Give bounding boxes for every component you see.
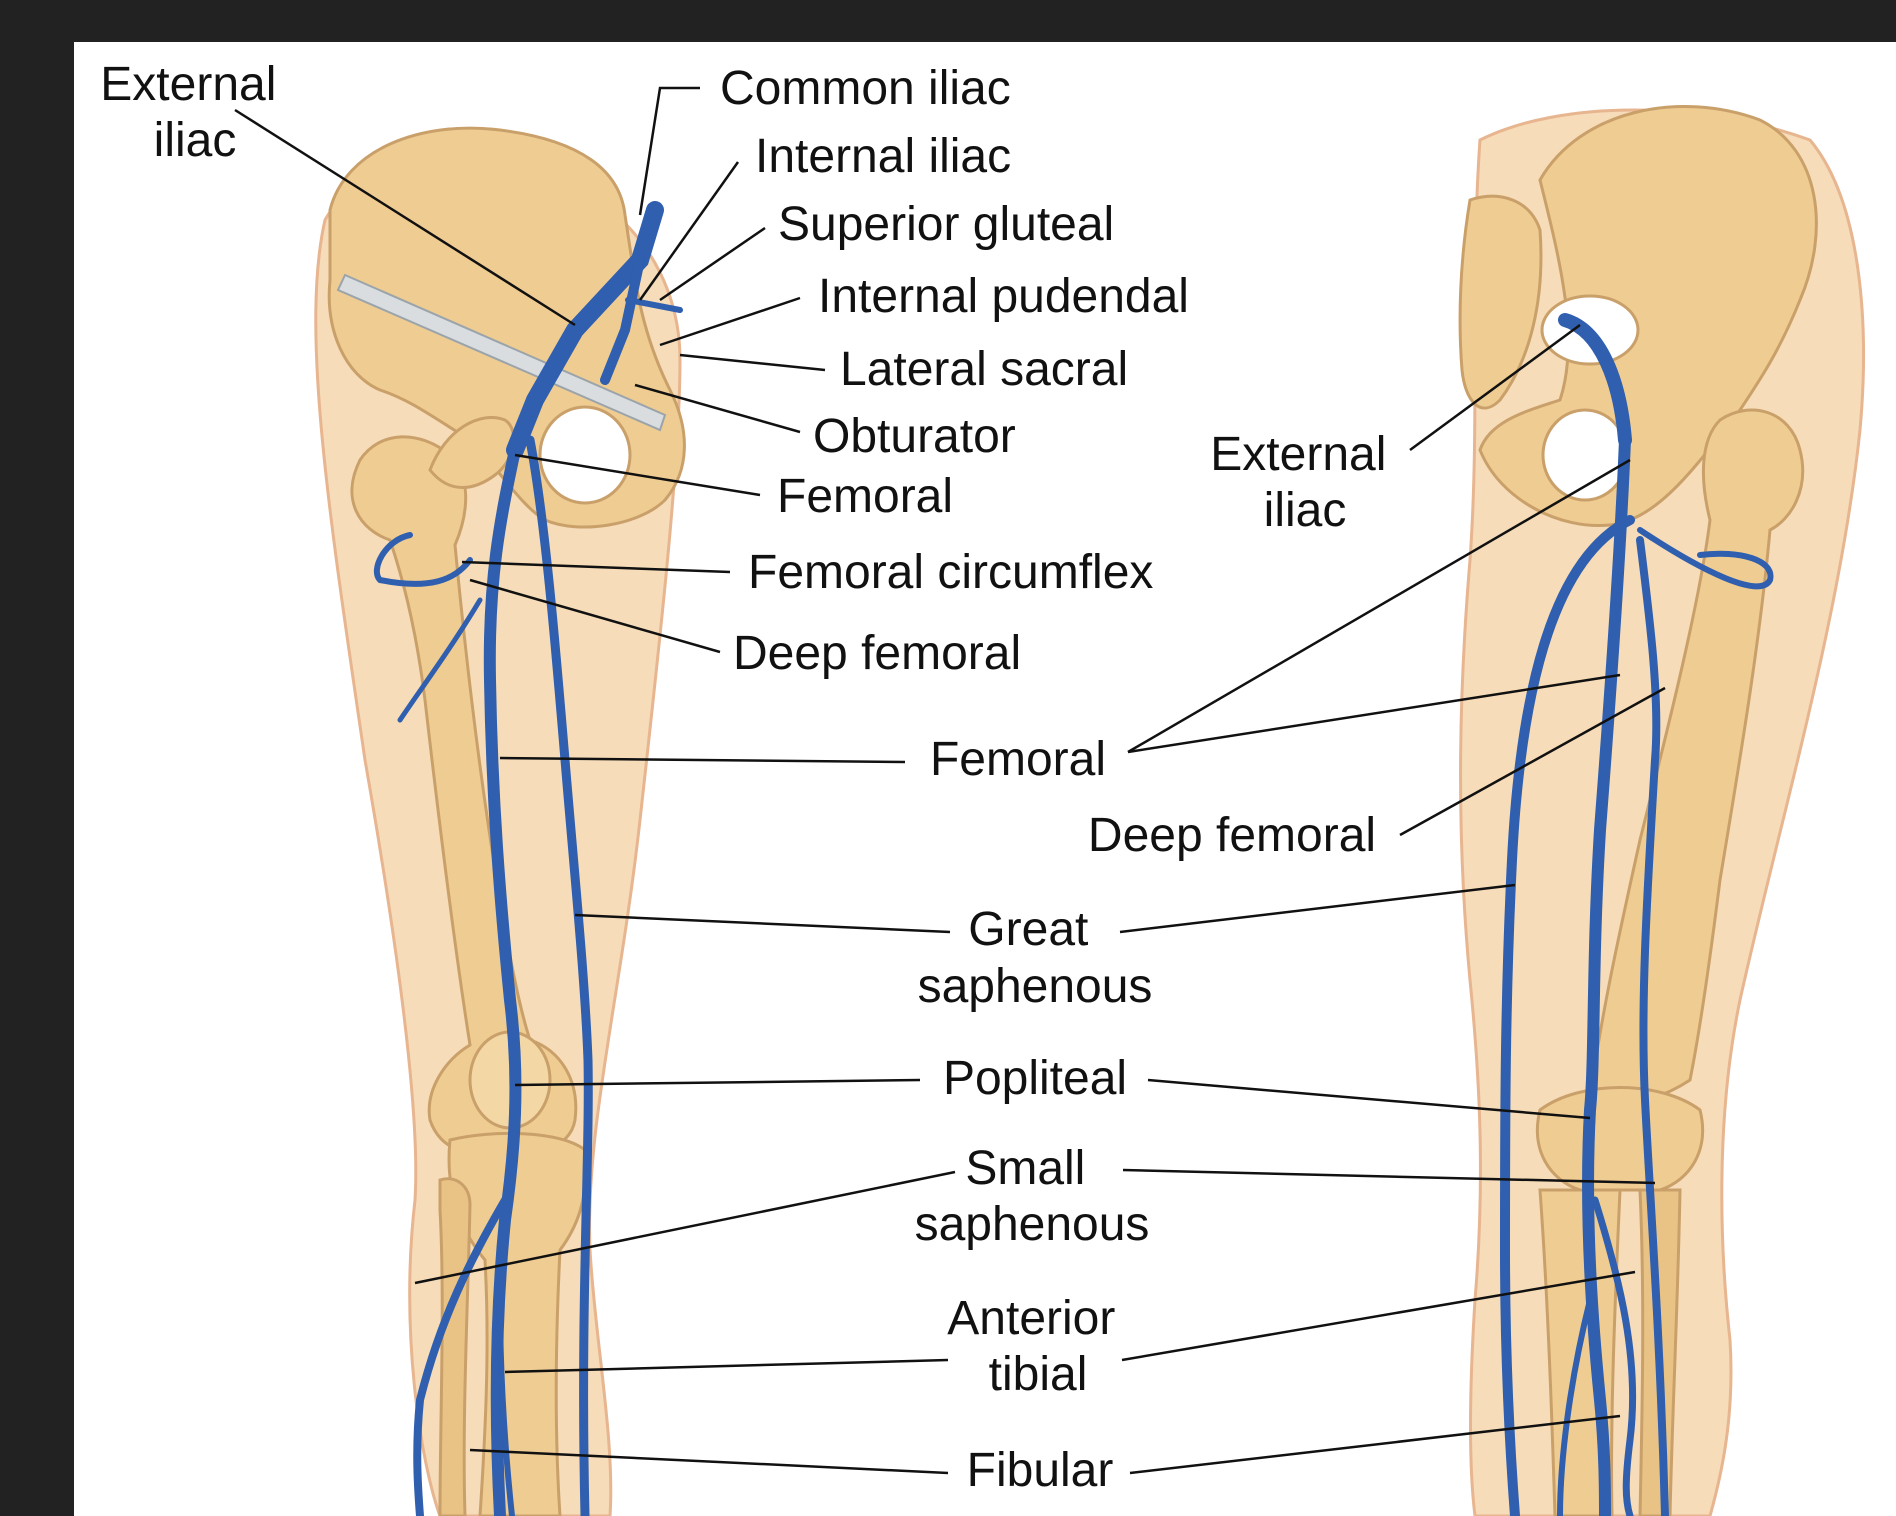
label-lateral-sacral: Lateral sacral xyxy=(840,343,1128,396)
label-great-saphenous: Great saphenous xyxy=(918,903,1153,1013)
left-obturator-foramen xyxy=(538,405,632,505)
label-anterior-tibial-line1: Anterior xyxy=(947,1292,1115,1345)
leader-fibular-left xyxy=(469,1448,949,1475)
label-femoral-circumflex: Femoral circumflex xyxy=(748,546,1153,599)
left-leg-illustration xyxy=(314,126,686,1516)
label-small-saphenous-line2: saphenous xyxy=(915,1198,1150,1251)
leader-femoral-circumflex xyxy=(461,560,731,574)
label-superior-gluteal: Superior gluteal xyxy=(778,198,1114,251)
label-anterior-tibial: Anterior tibial xyxy=(947,1292,1128,1401)
leader-deep-femoral-left xyxy=(469,578,721,654)
leader-external-iliac-right xyxy=(1409,323,1581,452)
leader-great-saphenous-right xyxy=(1119,883,1516,934)
leader-popliteal-left xyxy=(514,1078,921,1087)
leader-internal-iliac xyxy=(638,161,740,301)
label-external-iliac-right-line2: iliac xyxy=(1264,484,1347,537)
label-small-saphenous: Small saphenous xyxy=(915,1142,1150,1251)
label-internal-pudendal: Internal pudendal xyxy=(818,270,1189,323)
leader-lateral-sacral xyxy=(679,353,826,372)
label-small-saphenous-line1: Small xyxy=(965,1142,1085,1195)
label-external-iliac-right-line1: External xyxy=(1210,428,1386,481)
label-external-iliac-right: External iliac xyxy=(1210,428,1399,537)
label-great-saphenous-line2: saphenous xyxy=(918,960,1153,1013)
left-veins xyxy=(373,201,683,1516)
label-obturator: Obturator xyxy=(813,410,1016,463)
label-fibular: Fibular xyxy=(967,1444,1114,1497)
label-anterior-tibial-line2: tibial xyxy=(989,1348,1088,1401)
leader-external-iliac-left xyxy=(234,108,576,327)
leader-internal-pudendal xyxy=(659,296,801,347)
leader-femoral-upper xyxy=(514,453,761,497)
leader-obturator xyxy=(634,383,801,434)
leader-great-saphenous-left xyxy=(574,913,951,934)
leader-femoral-mid-right-a xyxy=(1127,458,1631,754)
leader-femoral-mid-left xyxy=(499,756,906,764)
leader-small-saphenous-right xyxy=(1122,1168,1656,1185)
label-external-iliac-left-line2: iliac xyxy=(154,114,237,167)
label-external-iliac-left: External iliac xyxy=(100,58,289,167)
label-common-iliac: Common iliac xyxy=(720,62,1011,115)
label-external-iliac-left-line1: External xyxy=(100,58,276,111)
labels: External iliac Common iliac Internal ili… xyxy=(100,58,1399,1497)
label-deep-femoral-left: Deep femoral xyxy=(733,627,1021,680)
label-femoral-mid: Femoral xyxy=(930,733,1106,786)
leader-anterior-tibial-right xyxy=(1121,1270,1636,1362)
right-veins xyxy=(1499,313,1774,1516)
leader-small-saphenous-left xyxy=(414,1170,956,1285)
right-leg-illustration xyxy=(1458,105,1865,1516)
label-femoral-upper: Femoral xyxy=(777,470,953,523)
label-internal-iliac: Internal iliac xyxy=(755,130,1011,183)
left-fibula xyxy=(438,1177,472,1516)
right-sacrum xyxy=(1458,194,1543,410)
leader-popliteal-right xyxy=(1147,1078,1591,1120)
label-popliteal: Popliteal xyxy=(943,1052,1127,1105)
leader-lines xyxy=(234,86,1666,1475)
right-knee xyxy=(1535,1086,1705,1192)
leader-femoral-mid-right-b xyxy=(1127,673,1621,754)
leader-common-iliac xyxy=(638,86,700,216)
leader-deep-femoral-right xyxy=(1399,686,1666,837)
leader-fibular-right xyxy=(1129,1414,1621,1475)
leader-anterior-tibial-left xyxy=(504,1358,949,1374)
leader-superior-gluteal xyxy=(659,226,766,302)
label-great-saphenous-line1: Great xyxy=(968,903,1088,956)
label-deep-femoral-right: Deep femoral xyxy=(1088,809,1376,862)
